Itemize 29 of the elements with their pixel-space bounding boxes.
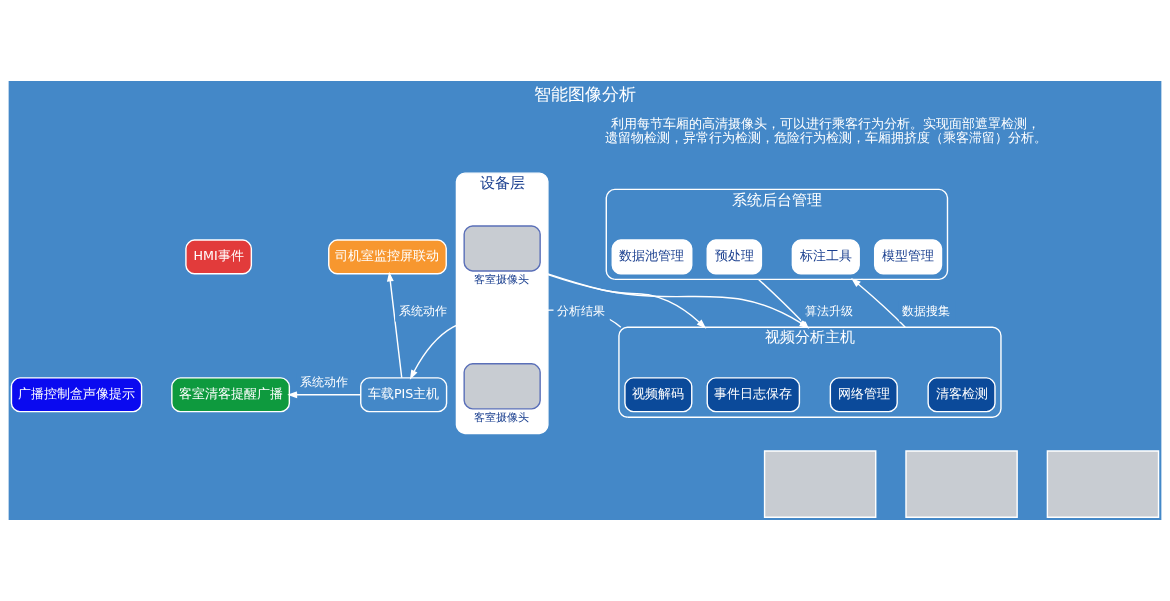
diagram-title: 智能图像分析 — [534, 84, 636, 105]
edge-label: 系统动作 — [300, 374, 349, 389]
node-box — [763, 450, 877, 518]
node-box: 客室清客提醒广播 — [171, 377, 291, 413]
edge-label: 数据搜集 — [902, 303, 951, 318]
node-box: 预处理 — [706, 239, 763, 275]
arrow — [547, 273, 707, 329]
label: 利用每节车厢的高清摄像头，可以进行乘客行为分析。实现面部遮罩检测，遗留物检测，异常行为检测，危险行为检测，车厢拥挤度（乘客滞留）分析。 — [604, 115, 1047, 145]
node-box: 网络管理 — [829, 377, 898, 413]
node-box: 广播控制盒声像提示 — [10, 377, 143, 413]
node-box: 车载PIS主机 — [360, 377, 448, 413]
node-box: 清客检测 — [927, 377, 996, 413]
arrow — [851, 278, 906, 328]
node-box — [905, 450, 1018, 518]
edge-label: 算法升级 — [804, 303, 853, 318]
edge-label: 系统动作 — [398, 303, 447, 318]
node-label: 客室摄像头 — [474, 411, 530, 425]
node-box: 标注工具 — [791, 239, 860, 275]
node-box: 数据池管理 — [611, 239, 693, 275]
node-box: HMI事件 — [185, 239, 253, 275]
node-box: 事件日志保存 — [706, 377, 801, 413]
arrow — [386, 271, 403, 379]
node-label: 客室摄像头 — [474, 273, 530, 287]
node-box: 视频解码 — [624, 377, 693, 413]
node-box — [1046, 450, 1160, 518]
arrow — [287, 391, 362, 399]
edge-label: 分析结果 — [557, 303, 606, 318]
node-box: 模型管理 — [873, 239, 943, 275]
node-box: 司机室监控屏联动 — [328, 239, 447, 275]
